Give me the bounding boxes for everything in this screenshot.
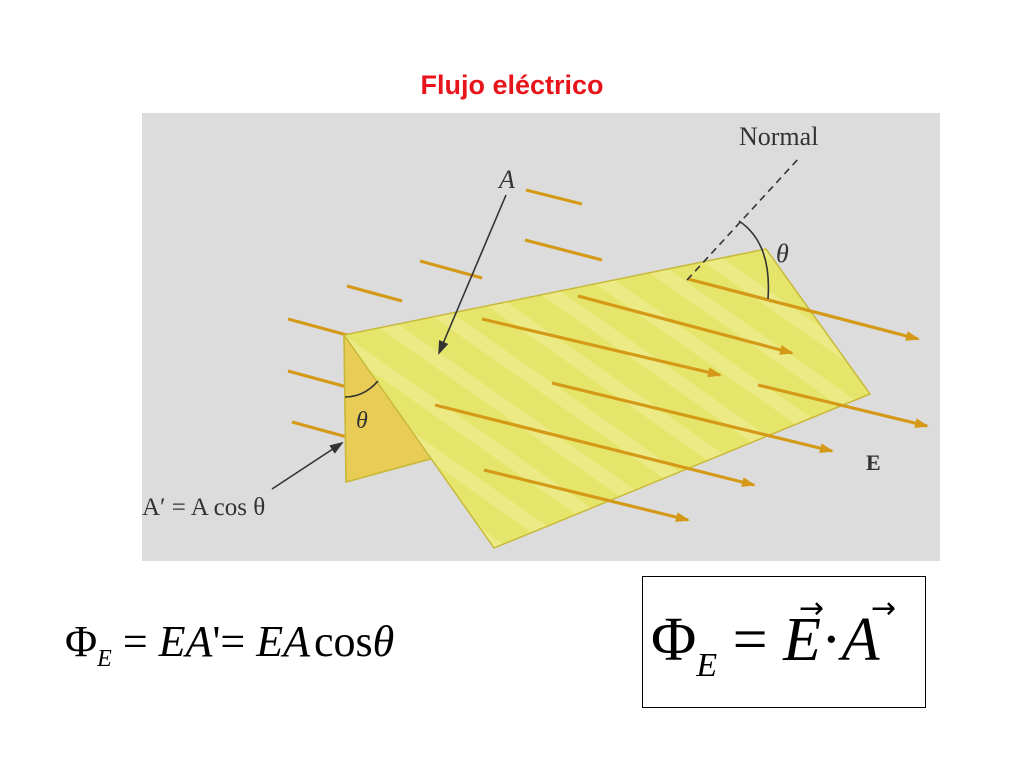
- field-line: [525, 188, 583, 206]
- normal-line: [686, 156, 801, 281]
- side-edge: [343, 334, 347, 483]
- e-vector: E: [783, 606, 821, 674]
- vector-arrow-e: →: [799, 591, 825, 626]
- cos-function: cos: [313, 617, 373, 666]
- field-label: E: [866, 450, 881, 475]
- flux-equation-cos: ΦE = EA'= EAcosθ: [65, 616, 394, 686]
- field-lines-back: [287, 238, 603, 439]
- page-title: Flujo eléctrico: [420, 70, 604, 100]
- field-line: [481, 317, 722, 378]
- a-vector: A: [841, 606, 880, 674]
- field-line: [291, 420, 348, 439]
- electric-flux-figure: Normal A θ θ E A′ = A cos θ: [142, 113, 940, 561]
- equals-sign-2: =: [220, 617, 257, 666]
- area-surface: [342, 248, 872, 549]
- area-pointer-arrow: [438, 194, 507, 355]
- equals-sign: =: [122, 617, 159, 666]
- field-line: [577, 294, 794, 355]
- vector-arrow-a: →: [871, 591, 897, 626]
- flux-diagram: Normal A θ θ E A′ = A cos θ: [142, 113, 940, 561]
- field-lines-front: [434, 188, 929, 522]
- phi-symbol: Φ: [651, 606, 697, 674]
- field-line: [287, 317, 348, 337]
- ea-prime-term: EA: [158, 617, 213, 666]
- ea-term: EA: [256, 617, 310, 666]
- field-line: [687, 277, 920, 341]
- field-line: [524, 238, 603, 262]
- field-line: [551, 381, 834, 454]
- angle-label-side: θ: [356, 408, 368, 434]
- theta-symbol: θ: [372, 617, 395, 666]
- projected-area-pointer-arrow: [271, 441, 344, 490]
- flux-dot-product-box: → → ΦE = E·A: [642, 576, 926, 708]
- field-line: [287, 369, 348, 389]
- normal-label: Normal: [739, 122, 818, 151]
- projected-area-label: A′ = A cos θ: [142, 494, 265, 521]
- dot-operator: ·: [820, 606, 842, 674]
- field-line: [757, 383, 929, 429]
- field-line: [434, 403, 756, 487]
- area-label: A: [497, 165, 515, 194]
- phi-subscript: E: [97, 646, 112, 672]
- prime-mark: ': [212, 617, 221, 666]
- angle-arc-side: [344, 380, 379, 398]
- angle-label-normal: θ: [776, 239, 789, 268]
- field-line: [483, 468, 690, 522]
- field-line: [346, 284, 403, 303]
- equals-sign: =: [717, 606, 784, 674]
- flux-dot-product-equation: ΦE = E·A: [651, 605, 879, 685]
- phi-symbol: Φ: [65, 617, 98, 666]
- angle-arc-normal: [738, 220, 770, 300]
- phi-subscript: E: [696, 647, 718, 684]
